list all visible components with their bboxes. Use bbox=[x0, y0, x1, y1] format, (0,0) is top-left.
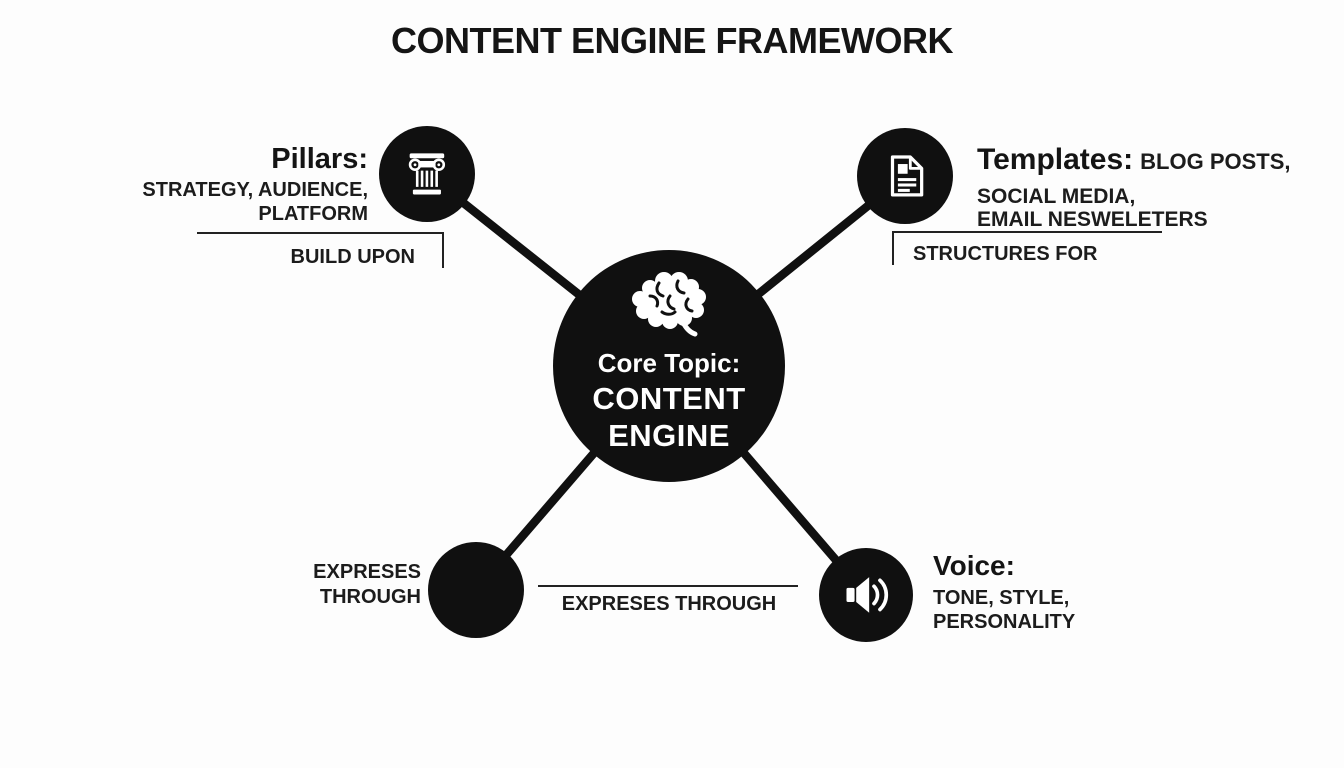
speaker-icon bbox=[846, 577, 889, 613]
templates-connector-label: STRUCTURES FOR bbox=[913, 243, 1098, 265]
core-topic-line2: ENGINE bbox=[608, 418, 730, 453]
templates-label-block: Templates:BLOG POSTS, SOCIAL MEDIA, EMAI… bbox=[977, 143, 1291, 231]
templates-detail-line2: SOCIAL MEDIA, bbox=[977, 185, 1136, 208]
expresses-side-label: EXPRESES THROUGH bbox=[313, 560, 421, 610]
expresses-node-circle bbox=[428, 542, 524, 638]
center-node-circle bbox=[553, 250, 785, 482]
pillars-callout-rule bbox=[197, 232, 444, 268]
document-icon bbox=[890, 155, 924, 197]
voice-heading: Voice: bbox=[933, 550, 1015, 581]
voice-detail-line2: PERSONALITY bbox=[933, 611, 1076, 633]
pillars-detail-line2: PLATFORM bbox=[258, 203, 368, 225]
templates-detail-inline: BLOG POSTS, bbox=[1140, 149, 1291, 174]
voice-label-block: Voice: TONE, STYLE, PERSONALITY bbox=[933, 550, 1075, 634]
core-topic-line1: CONTENT bbox=[592, 381, 746, 416]
expresses-side-line1: EXPRESES bbox=[313, 561, 421, 583]
voice-detail-line1: TONE, STYLE, bbox=[933, 587, 1070, 609]
core-topic-prefix: Core Topic: bbox=[597, 348, 741, 378]
templates-node-circle bbox=[857, 128, 953, 224]
callout-rules bbox=[197, 231, 1162, 587]
expresses-side-line2: THROUGH bbox=[319, 586, 421, 608]
templates-heading: Templates: bbox=[977, 143, 1134, 176]
pillars-label-block: Pillars: STRATEGY, AUDIENCE, PLATFORM bbox=[142, 144, 368, 226]
brain-icon bbox=[632, 272, 706, 337]
diagram-title: CONTENT ENGINE FRAMEWORK bbox=[391, 20, 953, 61]
templates-callout-rule bbox=[892, 231, 1162, 265]
expresses-connector-label: EXPRESES THROUGH bbox=[561, 593, 777, 615]
pillars-detail-line1: STRATEGY, AUDIENCE, bbox=[142, 179, 368, 201]
pillars-connector-label: BUILD UPON bbox=[290, 246, 415, 268]
pillars-heading: Pillars: bbox=[271, 143, 368, 175]
column-icon bbox=[408, 153, 446, 195]
templates-detail-line3: EMAIL NESWELETERS bbox=[977, 208, 1208, 231]
center-node-label: Core Topic: CONTENT ENGINE bbox=[549, 346, 789, 454]
